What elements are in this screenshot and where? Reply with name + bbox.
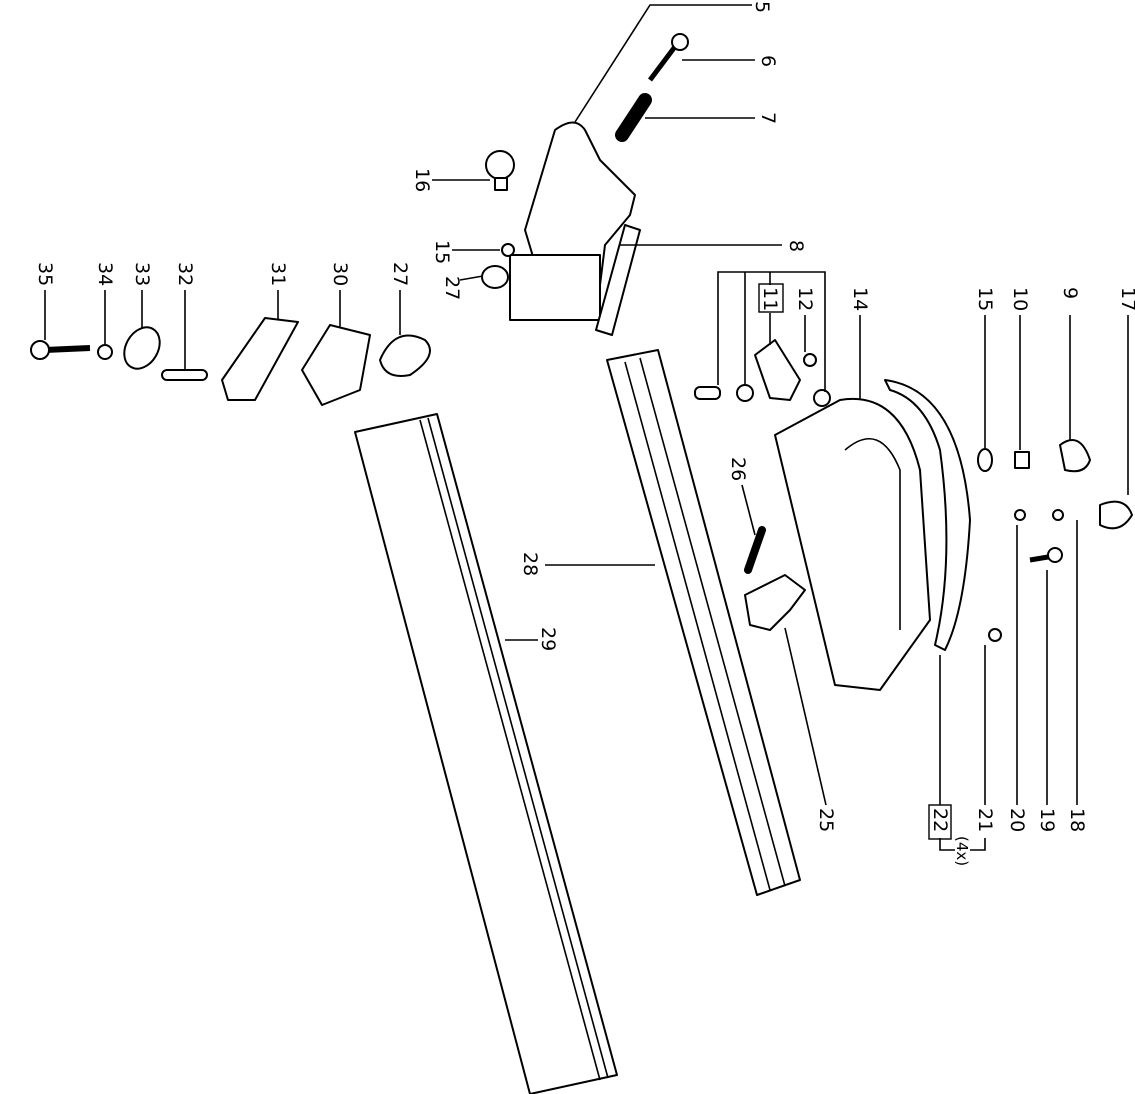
pin-26 (744, 526, 766, 574)
rail-28 (606, 349, 801, 896)
part-label-p20: 20 (1006, 808, 1028, 832)
screw-35 (30, 340, 91, 360)
nut-34 (97, 344, 113, 360)
pin-32 (161, 369, 208, 381)
part-label-p7: 7 (757, 112, 779, 124)
label-box-22 (928, 804, 952, 840)
screw-6 (648, 33, 689, 82)
part-label-p35: 35 (34, 262, 56, 286)
clamp-31 (221, 317, 299, 401)
bracket-25 (744, 574, 806, 631)
scale-22 (884, 379, 971, 651)
part-label-p33: 33 (131, 262, 153, 286)
screw-21 (988, 628, 1002, 642)
part-label-p27b: 27 (389, 262, 411, 286)
strip-8 (595, 224, 641, 336)
part-label-p29: 29 (537, 627, 559, 651)
part-label-p18: 18 (1066, 808, 1088, 832)
label-box-11 (758, 283, 784, 313)
screw-19 (1029, 547, 1063, 563)
part-label-p31: 31 (267, 262, 289, 286)
mitre-gauge-14 (774, 397, 931, 691)
knob-27b (379, 334, 431, 377)
part-label-p28: 28 (519, 552, 541, 576)
screw-10 (1014, 451, 1030, 469)
part-label-p30: 30 (329, 262, 351, 286)
rail-29 (354, 413, 618, 1094)
part-label-p17: 17 (1117, 287, 1135, 311)
part-label-p25: 25 (815, 808, 837, 832)
part-label-p8: 8 (785, 240, 807, 252)
part-label-p12: 12 (794, 287, 816, 311)
part-label-p26: 26 (727, 457, 749, 481)
knob-17 (1099, 500, 1133, 530)
part-label-p15b: 15 (974, 287, 996, 311)
part-label-p9: 9 (1059, 287, 1081, 299)
part-label-p32: 32 (174, 262, 196, 286)
part-label-p5: 5 (751, 1, 773, 13)
pin-7 (615, 93, 652, 142)
slider-33 (123, 326, 161, 370)
screw-20 (1014, 509, 1026, 521)
washer-15b (977, 448, 993, 472)
knob-16 (485, 150, 515, 191)
washer-18 (1052, 509, 1064, 521)
block-30 (301, 324, 371, 406)
part-label-p10: 10 (1009, 287, 1031, 311)
part-label-p11: 11 (759, 287, 781, 311)
part-label-p22: 22 (929, 808, 951, 832)
part-label-p21: 21 (974, 808, 996, 832)
part-label-p16: 16 (411, 168, 433, 192)
part-group-11 (694, 339, 831, 407)
washer-15 (501, 243, 515, 257)
part-label-p34: 34 (94, 262, 116, 286)
leader-lines (44, 4, 1129, 851)
part-label-p14: 14 (849, 287, 871, 311)
part-label-p15a: 15 (431, 240, 453, 264)
knob-27 (481, 265, 509, 289)
part-label-p27a: 27 (441, 276, 463, 300)
part-label-p19: 19 (1036, 808, 1058, 832)
knob-9 (1059, 439, 1091, 473)
fence-bracket-5 (509, 121, 636, 321)
part-label-qty: (4x) (953, 836, 971, 866)
part-label-p6: 6 (757, 55, 779, 67)
